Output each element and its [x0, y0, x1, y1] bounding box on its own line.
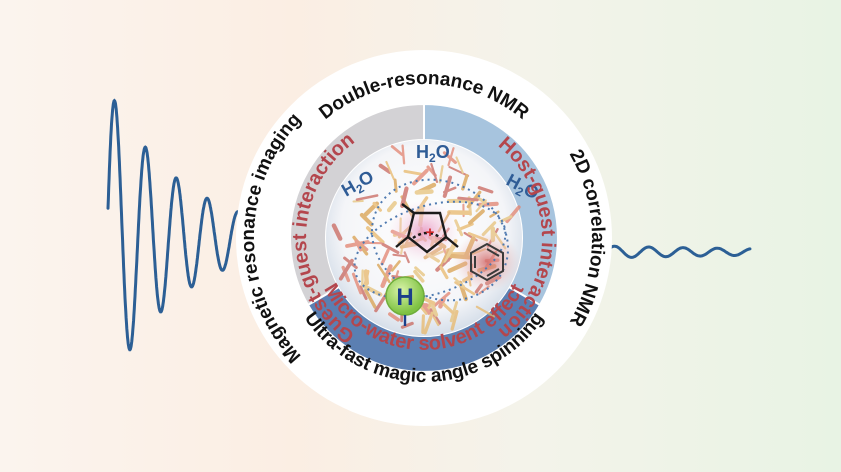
- framework-bond: [433, 316, 440, 327]
- framework-bond: [363, 269, 370, 288]
- framework-bond: [390, 260, 401, 272]
- framework-bond: [447, 147, 455, 167]
- framework-bond: [364, 288, 377, 309]
- water-molecule-label: H2O: [416, 142, 450, 165]
- framework-bond: [455, 156, 464, 174]
- framework-bond: [400, 321, 414, 329]
- framework-bond: [372, 201, 382, 212]
- framework-bond: [386, 201, 397, 213]
- framework-bond: [430, 162, 439, 183]
- framework-bond: [390, 145, 404, 157]
- proton-label: H: [396, 284, 413, 311]
- framework-bond: [431, 291, 451, 309]
- water-molecule-label: H2O: [502, 170, 543, 206]
- framework-bond: [475, 199, 487, 213]
- framework-bond: [422, 297, 436, 305]
- framework-bond: [453, 277, 466, 288]
- framework-bond: [475, 305, 495, 318]
- framework-bond: [457, 196, 479, 202]
- framework-bond: [448, 166, 470, 177]
- framework-bond: [442, 175, 453, 198]
- framework-bond: [403, 169, 423, 176]
- framework-bond: [439, 265, 449, 280]
- framework-bond: [454, 281, 476, 296]
- framework-bond: [400, 186, 409, 208]
- framework-bond: [423, 311, 434, 335]
- framework-bond: [388, 312, 400, 322]
- framework-bond: [378, 163, 392, 174]
- framework-bond: [414, 189, 434, 195]
- fid-signal-wave: [106, 98, 252, 352]
- framework-bond: [442, 302, 455, 315]
- framework-bond: [359, 212, 374, 227]
- framework-bond: [468, 209, 485, 225]
- positive-charge-icon: +: [426, 224, 435, 241]
- framework-bond: [430, 302, 439, 317]
- benzene-ring-icon: [470, 242, 504, 282]
- framework-bond: [343, 256, 358, 269]
- framework-bond: [419, 305, 428, 315]
- framework-bond: [477, 186, 494, 194]
- orbit-path: [353, 200, 507, 300]
- framework-bond: [380, 248, 390, 266]
- framework-bond: [359, 285, 368, 300]
- framework-bond: [421, 314, 425, 334]
- framework-bond: [401, 144, 406, 165]
- framework-bond: [361, 283, 383, 297]
- framework-bond: [351, 272, 363, 295]
- cyclopentenyl-cation-icon: [395, 203, 459, 254]
- carbocation-glow: [388, 200, 460, 264]
- framework-bond: [352, 200, 364, 203]
- framework-bond: [414, 266, 425, 277]
- framework-bond: [393, 178, 398, 193]
- framework-bond: [385, 160, 395, 181]
- framework-bond: [413, 269, 425, 283]
- framework-bond: [489, 210, 500, 218]
- framework-bond: [365, 226, 385, 244]
- segment-micro-water: [306, 285, 542, 373]
- framework-bond: [331, 223, 343, 241]
- framework-bond: [355, 194, 379, 201]
- decay-signal-wave: [604, 244, 752, 259]
- framework-bond: [450, 309, 459, 331]
- benzene-glow: [453, 232, 521, 292]
- framework-bond: [376, 263, 391, 284]
